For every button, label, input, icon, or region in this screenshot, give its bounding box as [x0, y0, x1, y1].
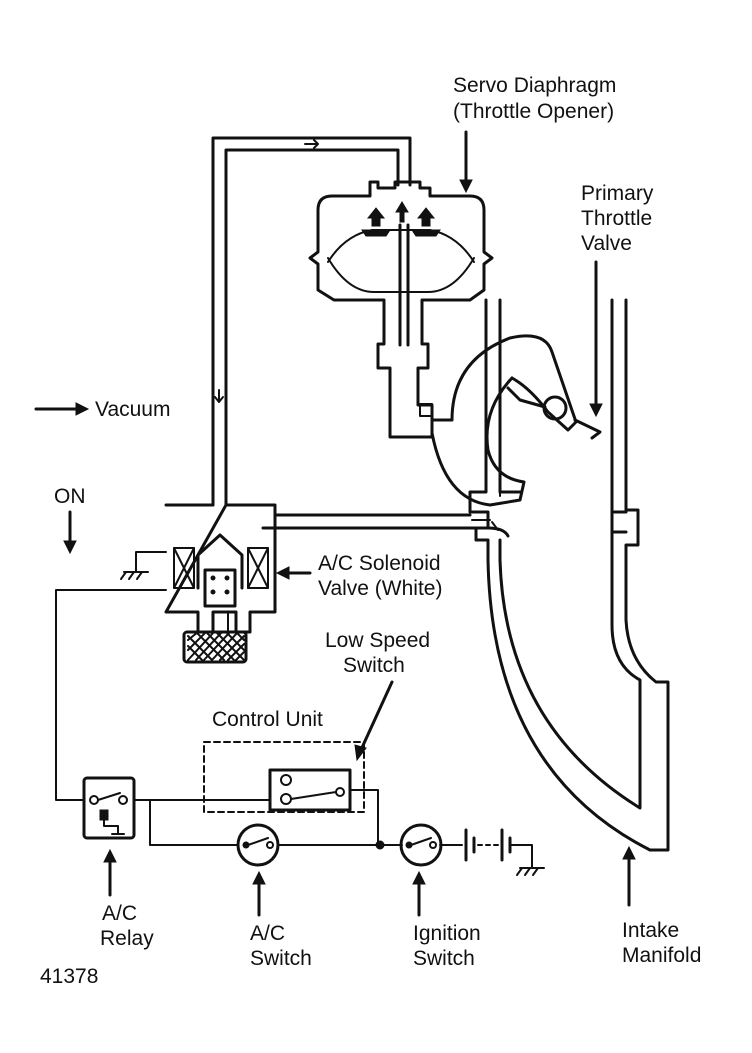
solenoid-vacuum-line — [261, 513, 510, 538]
solenoid-filter — [182, 630, 248, 664]
label-control-unit: Control Unit — [212, 708, 323, 731]
label-ac-solenoid: A/C Solenoid — [318, 552, 441, 575]
ac-switch — [236, 823, 280, 867]
label-ignition-1: Ignition — [413, 922, 481, 945]
label-low-speed: Low Speed — [325, 629, 430, 652]
label-intake: Intake — [622, 919, 679, 942]
solenoid-ground-icon — [120, 551, 167, 580]
label-throttle: Throttle — [581, 207, 652, 230]
wiring — [55, 589, 463, 850]
vacuum-hose — [211, 136, 412, 507]
ignition-switch — [399, 823, 443, 867]
label-valve: Valve — [581, 232, 632, 255]
control-unit — [203, 741, 365, 813]
label-on: ON — [54, 485, 86, 508]
ac-relay — [82, 776, 136, 840]
battery-icon — [464, 828, 545, 876]
label-manifold: Manifold — [622, 944, 701, 967]
label-valve-white: Valve (White) — [318, 577, 442, 600]
pointer-arrows — [34, 130, 636, 917]
label-primary: Primary — [581, 182, 654, 205]
label-ac-switch-1: A/C — [250, 922, 285, 945]
label-vacuum: Vacuum — [95, 398, 170, 421]
label-servo-diaphragm: Servo Diaphragm — [453, 74, 616, 97]
servo-diaphragm — [308, 180, 494, 439]
label-ignition-2: Switch — [413, 947, 475, 970]
intake-manifold — [468, 298, 670, 852]
label-throttle-opener: (Throttle Opener) — [453, 100, 614, 123]
labels: Servo Diaphragm (Throttle Opener) Primar… — [40, 74, 701, 988]
label-switch: Switch — [343, 654, 405, 677]
figure-number: 41378 — [40, 965, 98, 988]
ac-solenoid-valve — [164, 503, 277, 634]
label-ac-switch-2: Switch — [250, 947, 312, 970]
label-ac-relay-1: A/C — [102, 902, 137, 925]
label-ac-relay-2: Relay — [100, 927, 154, 950]
throttle-linkage — [430, 334, 602, 507]
